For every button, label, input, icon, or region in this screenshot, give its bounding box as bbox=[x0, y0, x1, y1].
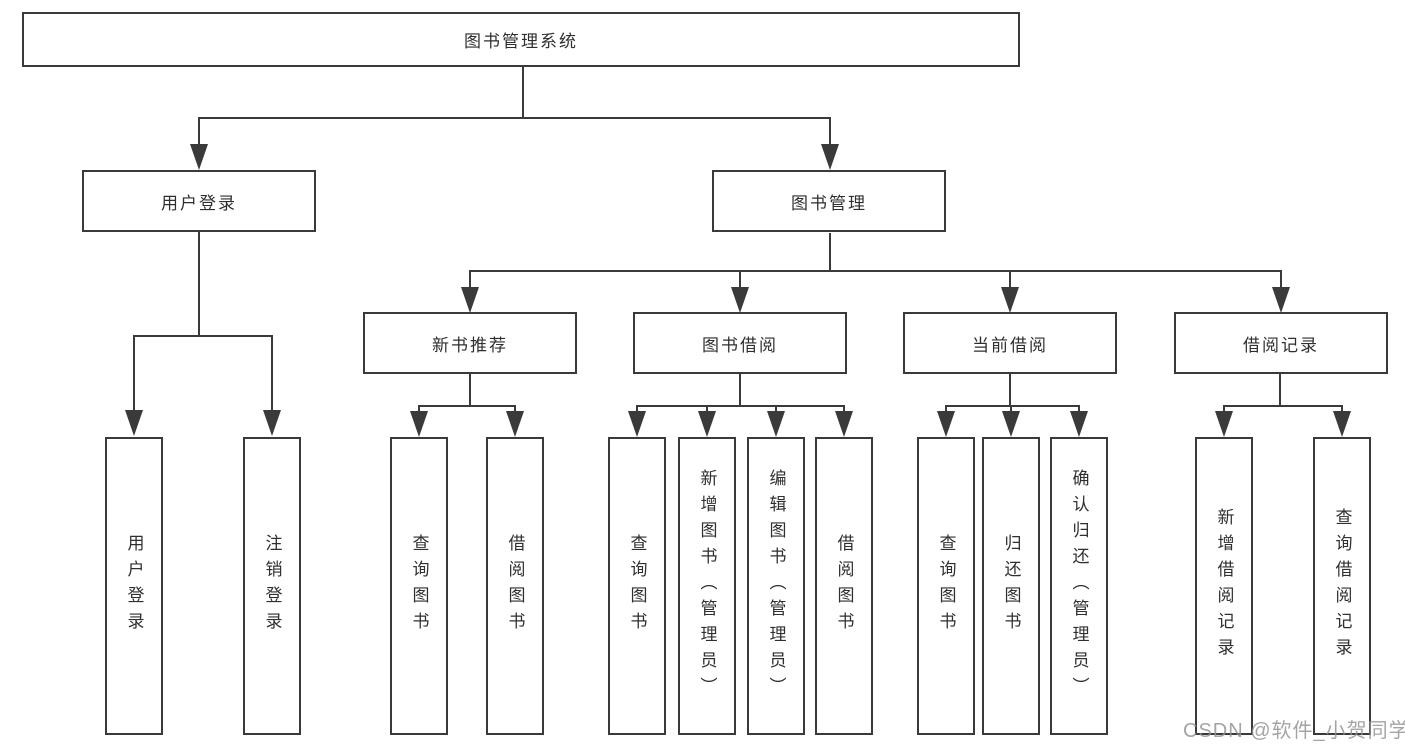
arrowhead-bb-borrow bbox=[835, 411, 853, 437]
edge-nbr-hbar bbox=[418, 405, 516, 407]
leaf-bb-edit-books-admin-label: 编辑图书（管理员） bbox=[766, 469, 786, 703]
edge-drop-bb-edit bbox=[775, 405, 777, 413]
node-new-book-rec: 新书推荐 bbox=[363, 312, 577, 374]
edge-drop-cb-confirm bbox=[1078, 405, 1080, 413]
arrowhead-book-borrow bbox=[731, 287, 749, 313]
arrowhead-bb-add bbox=[698, 411, 716, 437]
leaf-user-login-label: 用户登录 bbox=[124, 534, 144, 638]
leaf-cb-query-books-label: 查询图书 bbox=[936, 534, 956, 638]
edge-drop-bb-add bbox=[706, 405, 708, 413]
edge-login-hbar bbox=[133, 335, 273, 337]
edge-drop-cb-query bbox=[945, 405, 947, 413]
edge-mgmt-hbar bbox=[469, 270, 1282, 272]
leaf-bb-borrow-books: 借阅图书 bbox=[815, 437, 873, 735]
edge-drop-book-mgmt bbox=[829, 117, 831, 147]
edge-drop-leaf-user-login bbox=[133, 335, 135, 413]
arrowhead-cb-confirm bbox=[1070, 411, 1088, 437]
leaf-bb-edit-books-admin: 编辑图书（管理员） bbox=[747, 437, 805, 735]
leaf-br-query-record: 查询借阅记录 bbox=[1313, 437, 1371, 735]
arrowhead-leaf-logout bbox=[263, 410, 281, 436]
edge-cb-hbar bbox=[945, 405, 1080, 407]
edge-cb-stub bbox=[1009, 374, 1011, 405]
arrowhead-borrow-record bbox=[1272, 287, 1290, 313]
edge-bb-stub bbox=[739, 374, 741, 405]
node-current-borrow: 当前借阅 bbox=[903, 312, 1117, 374]
edge-drop-user-login bbox=[198, 117, 200, 147]
node-borrow-record: 借阅记录 bbox=[1174, 312, 1388, 374]
node-user-login: 用户登录 bbox=[82, 170, 316, 232]
leaf-user-login: 用户登录 bbox=[105, 437, 163, 735]
edge-drop-borrow-record bbox=[1280, 270, 1282, 289]
edge-drop-br-add bbox=[1223, 405, 1225, 413]
leaf-bb-query-books: 查询图书 bbox=[608, 437, 666, 735]
arrowhead-nbr-borrow bbox=[506, 411, 524, 437]
edge-drop-leaf-logout bbox=[271, 335, 273, 413]
edge-root-stub bbox=[522, 67, 524, 117]
leaf-cb-confirm-return-admin-label: 确认归还（管理员） bbox=[1069, 469, 1089, 703]
leaf-br-add-record-label: 新增借阅记录 bbox=[1214, 508, 1234, 664]
leaf-cb-return-books: 归还图书 bbox=[982, 437, 1040, 735]
edge-drop-current-borrow bbox=[1009, 270, 1011, 289]
arrowhead-nbr-query bbox=[410, 411, 428, 437]
arrowhead-cb-return bbox=[1002, 411, 1020, 437]
edge-drop-bb-borrow bbox=[843, 405, 845, 413]
leaf-cb-return-books-label: 归还图书 bbox=[1001, 534, 1021, 638]
leaf-logout: 注销登录 bbox=[243, 437, 301, 735]
edge-drop-br-query bbox=[1341, 405, 1343, 413]
edge-nbr-stub bbox=[469, 374, 471, 405]
arrowhead-new-book-rec bbox=[461, 287, 479, 313]
node-borrow-record-label: 借阅记录 bbox=[1243, 335, 1319, 355]
node-root: 图书管理系统 bbox=[22, 12, 1020, 67]
csdn-watermark: CSDN @软件_小贺同学 bbox=[1183, 720, 1405, 742]
edge-drop-bb-query bbox=[636, 405, 638, 413]
leaf-nbr-borrow-books: 借阅图书 bbox=[486, 437, 544, 735]
node-root-label: 图书管理系统 bbox=[464, 32, 578, 51]
node-current-borrow-label: 当前借阅 bbox=[972, 335, 1048, 355]
leaf-cb-confirm-return-admin: 确认归还（管理员） bbox=[1050, 437, 1108, 735]
edge-drop-cb-return bbox=[1010, 405, 1012, 413]
edge-login-stub bbox=[198, 232, 200, 335]
leaf-bb-add-books-admin-label: 新增图书（管理员） bbox=[697, 469, 717, 703]
node-user-login-label: 用户登录 bbox=[161, 193, 237, 213]
edge-drop-book-borrow bbox=[739, 270, 741, 289]
edge-bb-hbar bbox=[636, 405, 845, 407]
edge-mgmt-stub bbox=[829, 233, 831, 270]
arrowhead-br-add bbox=[1215, 411, 1233, 437]
leaf-nbr-query-books: 查询图书 bbox=[390, 437, 448, 735]
node-book-mgmt-label: 图书管理 bbox=[791, 193, 867, 213]
leaf-cb-query-books: 查询图书 bbox=[917, 437, 975, 735]
leaf-bb-borrow-books-label: 借阅图书 bbox=[834, 534, 854, 638]
arrowhead-leaf-user-login bbox=[125, 410, 143, 436]
node-book-mgmt: 图书管理 bbox=[712, 170, 946, 232]
leaf-br-add-record: 新增借阅记录 bbox=[1195, 437, 1253, 735]
arrowhead-bb-edit bbox=[767, 411, 785, 437]
leaf-logout-label: 注销登录 bbox=[262, 534, 282, 638]
node-book-borrow-label: 图书借阅 bbox=[702, 335, 778, 355]
node-new-book-rec-label: 新书推荐 bbox=[432, 335, 508, 355]
edge-drop-nbr-query bbox=[418, 405, 420, 413]
arrowhead-user-login bbox=[190, 144, 208, 170]
arrowhead-book-mgmt bbox=[821, 144, 839, 170]
node-book-borrow: 图书借阅 bbox=[633, 312, 847, 374]
leaf-nbr-query-books-label: 查询图书 bbox=[409, 534, 429, 638]
edge-br-stub bbox=[1279, 374, 1281, 405]
leaf-bb-add-books-admin: 新增图书（管理员） bbox=[678, 437, 736, 735]
leaf-bb-query-books-label: 查询图书 bbox=[627, 534, 647, 638]
leaf-br-query-record-label: 查询借阅记录 bbox=[1332, 508, 1352, 664]
arrowhead-bb-query bbox=[628, 411, 646, 437]
edge-drop-nbr-borrow bbox=[514, 405, 516, 413]
edge-drop-new-book-rec bbox=[469, 270, 471, 289]
edge-br-hbar bbox=[1223, 405, 1343, 407]
leaf-nbr-borrow-books-label: 借阅图书 bbox=[505, 534, 525, 638]
arrowhead-br-query bbox=[1333, 411, 1351, 437]
edge-root-hbar bbox=[198, 117, 831, 119]
arrowhead-cb-query bbox=[937, 411, 955, 437]
arrowhead-current-borrow bbox=[1001, 287, 1019, 313]
